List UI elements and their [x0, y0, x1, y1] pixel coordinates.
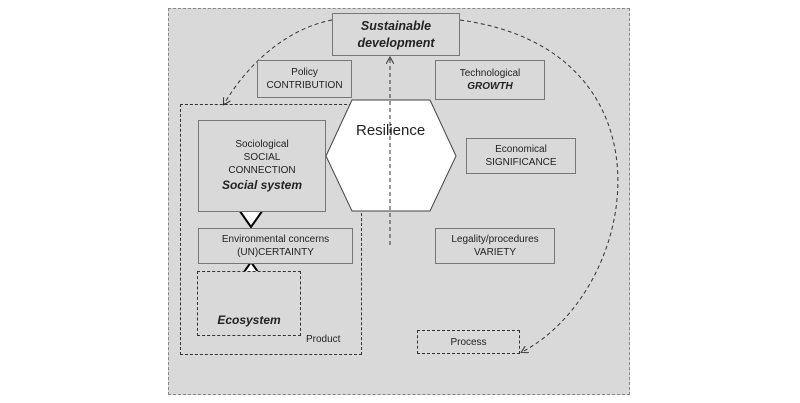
sociological-line2: SOCIAL: [243, 152, 281, 163]
resilience-label: Resilience: [356, 122, 426, 139]
process-label: Process: [450, 336, 487, 348]
resilience-hexagon: [325, 99, 457, 212]
sociological-box: Sociological SOCIAL CONNECTION Social sy…: [198, 120, 326, 212]
economical-line1: Economical: [495, 144, 547, 155]
technological-box: Technological GROWTH: [435, 60, 545, 100]
process-box: Process: [417, 330, 520, 354]
technological-line2: GROWTH: [467, 81, 513, 92]
economical-box: Economical SIGNIFICANCE: [466, 138, 576, 174]
sustainable-development-box: Sustainable development: [332, 13, 460, 56]
policy-line2: CONTRIBUTION: [266, 80, 343, 91]
sustainable-development-line1: Sustainable: [360, 18, 432, 33]
legality-line1: Legality/procedures: [451, 234, 539, 245]
legality-box: Legality/procedures VARIETY: [435, 228, 555, 264]
ecosystem-label: Ecosystem: [217, 313, 281, 327]
policy-box: Policy CONTRIBUTION: [257, 60, 352, 98]
product-label: Product: [306, 334, 341, 345]
sustainable-development-line2: development: [357, 35, 435, 50]
product-region: [180, 104, 362, 355]
ecosystem-box: Ecosystem: [197, 271, 301, 336]
sociological-line1: Sociological: [235, 139, 289, 150]
environmental-box: Environmental concerns (UN)CERTAINTY: [198, 228, 353, 264]
economical-line2: SIGNIFICANCE: [485, 157, 557, 168]
sociological-line3: CONNECTION: [228, 165, 296, 176]
curved-arrow-left: [224, 19, 333, 104]
environmental-line1: Environmental concerns: [221, 234, 330, 245]
curved-arrow-right: [459, 19, 619, 352]
environmental-line2: (UN)CERTAINTY: [237, 247, 314, 258]
technological-line1: Technological: [459, 68, 521, 79]
policy-line1: Policy: [291, 67, 318, 78]
social-system-label: Social system: [221, 178, 303, 192]
legality-line2: VARIETY: [473, 247, 517, 258]
